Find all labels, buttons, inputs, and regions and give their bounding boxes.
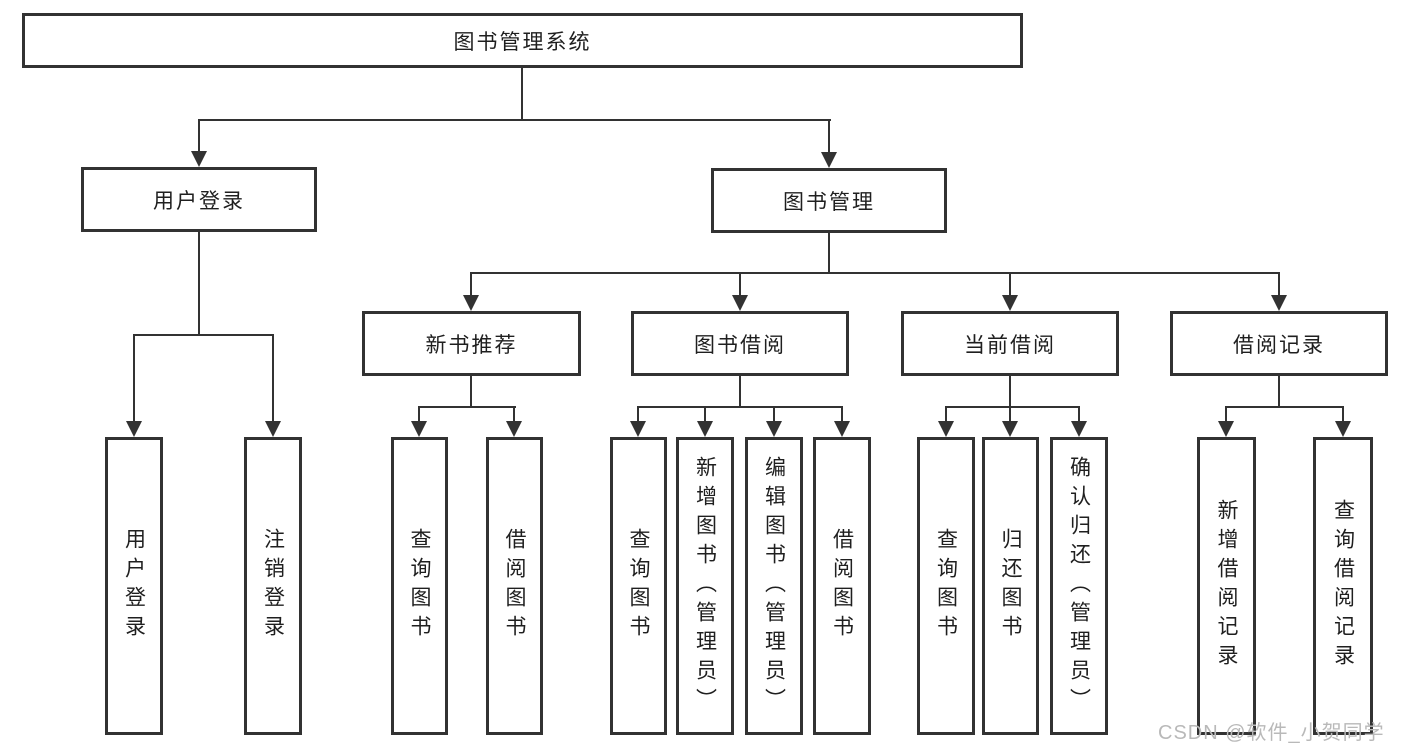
arrow-down-icon <box>1335 421 1351 437</box>
connector-line <box>945 406 947 423</box>
connector-line <box>418 406 516 408</box>
connector-line <box>1278 272 1280 298</box>
connector-line <box>521 68 523 121</box>
arrow-down-icon <box>126 421 142 437</box>
connector-line <box>198 119 200 155</box>
leaf-return-books: 归还图书 <box>982 437 1039 735</box>
connector-line <box>637 406 843 408</box>
connector-line <box>828 232 830 274</box>
arrow-down-icon <box>506 421 522 437</box>
connector-line <box>198 119 831 121</box>
node-book-management: 图书管理 <box>711 168 947 233</box>
connector-line <box>513 406 515 423</box>
node-current-borrowing: 当前借阅 <box>901 311 1119 376</box>
leaf-edit-books-admin: 编辑图书（管理员） <box>745 437 803 735</box>
leaf-query-books-recommend: 查询图书 <box>391 437 448 735</box>
arrow-down-icon <box>834 421 850 437</box>
leaf-confirm-return-admin: 确认归还（管理员） <box>1050 437 1108 735</box>
arrow-down-icon <box>1002 295 1018 311</box>
csdn-watermark: CSDN @软件_小贺同学 <box>1158 722 1385 744</box>
leaf-logout: 注销登录 <box>244 437 302 735</box>
leaf-borrow-books-recommend: 借阅图书 <box>486 437 543 735</box>
arrow-down-icon <box>463 295 479 311</box>
arrow-down-icon <box>732 295 748 311</box>
arrow-down-icon <box>411 421 427 437</box>
leaf-query-books-current: 查询图书 <box>917 437 975 735</box>
connector-line <box>133 334 135 422</box>
leaf-borrow-books: 借阅图书 <box>813 437 871 735</box>
arrow-down-icon <box>191 151 207 167</box>
connector-line <box>1009 375 1011 408</box>
connector-line <box>637 406 639 423</box>
arrow-down-icon <box>766 421 782 437</box>
connector-line <box>272 334 274 422</box>
connector-line <box>828 119 830 155</box>
arrow-down-icon <box>938 421 954 437</box>
leaf-user-login: 用户登录 <box>105 437 163 735</box>
arrow-down-icon <box>1271 295 1287 311</box>
connector-line <box>945 406 1080 408</box>
arrow-down-icon <box>1071 421 1087 437</box>
connector-line <box>1225 406 1344 408</box>
arrow-down-icon <box>630 421 646 437</box>
connector-line <box>1009 406 1011 423</box>
node-borrowing-records: 借阅记录 <box>1170 311 1388 376</box>
connector-line <box>739 272 741 298</box>
connector-line <box>704 406 706 423</box>
connector-line <box>1225 406 1227 423</box>
leaf-query-borrow-record: 查询借阅记录 <box>1313 437 1373 735</box>
leaf-add-books-admin: 新增图书（管理员） <box>676 437 734 735</box>
node-user-login: 用户登录 <box>81 167 317 232</box>
arrow-down-icon <box>821 152 837 168</box>
arrow-down-icon <box>1002 421 1018 437</box>
connector-line <box>198 231 200 336</box>
connector-line <box>418 406 420 423</box>
connector-line <box>470 375 472 408</box>
node-new-book-recommend: 新书推荐 <box>362 311 581 376</box>
connector-line <box>773 406 775 423</box>
node-book-borrowing: 图书借阅 <box>631 311 849 376</box>
connector-line <box>133 334 274 336</box>
connector-line <box>1009 272 1011 298</box>
connector-line <box>1342 406 1344 423</box>
leaf-add-borrow-record: 新增借阅记录 <box>1197 437 1256 735</box>
connector-line <box>1078 406 1080 423</box>
arrow-down-icon <box>265 421 281 437</box>
connector-line <box>841 406 843 423</box>
connector-line <box>1278 375 1280 408</box>
node-library-management-system: 图书管理系统 <box>22 13 1023 68</box>
arrow-down-icon <box>697 421 713 437</box>
leaf-query-books-borrowing: 查询图书 <box>610 437 667 735</box>
connector-line <box>739 375 741 408</box>
connector-line <box>470 272 1280 274</box>
connector-line <box>470 272 472 298</box>
arrow-down-icon <box>1218 421 1234 437</box>
